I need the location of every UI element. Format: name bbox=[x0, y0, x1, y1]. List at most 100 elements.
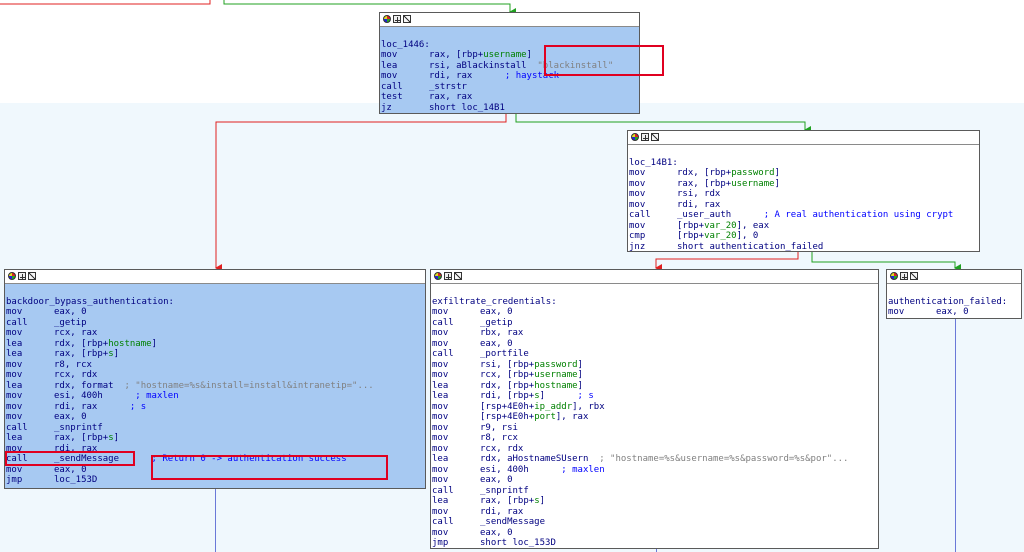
stack-variable[interactable]: username bbox=[483, 50, 527, 60]
instruction-line[interactable]: mov[rsp+4E0h+ip_addr], rbx bbox=[432, 402, 878, 413]
graph-icon[interactable] bbox=[444, 272, 452, 280]
zoom-icon[interactable] bbox=[651, 133, 659, 141]
mnemonic: mov bbox=[432, 433, 449, 443]
instruction-line[interactable]: call_user_auth ; A real authentication u… bbox=[629, 210, 979, 221]
stack-variable[interactable]: port bbox=[534, 412, 556, 422]
stack-variable[interactable]: s bbox=[108, 433, 114, 443]
block-label[interactable]: loc_14B1: bbox=[629, 157, 678, 168]
stack-variable[interactable]: s bbox=[534, 496, 540, 506]
color-wheel-icon[interactable] bbox=[434, 272, 442, 280]
block-label[interactable]: backdoor_bypass_authentication: bbox=[6, 296, 174, 307]
zoom-icon[interactable] bbox=[28, 272, 36, 280]
color-wheel-icon[interactable] bbox=[631, 133, 639, 141]
operand-text: short authentication_failed bbox=[677, 241, 824, 252]
stack-variable[interactable]: username bbox=[731, 178, 775, 189]
instruction-line[interactable]: call_snprintf bbox=[6, 423, 425, 434]
block-label[interactable]: loc_1446: bbox=[381, 39, 430, 50]
instruction-line[interactable]: mov[rsp+4E0h+port], rax bbox=[432, 412, 878, 423]
block-label[interactable]: exfiltrate_credentials: bbox=[432, 296, 557, 307]
stack-variable[interactable]: ip_addr bbox=[534, 401, 573, 412]
stack-variable[interactable]: s bbox=[108, 349, 114, 359]
stack-variable[interactable]: hostname bbox=[108, 338, 152, 349]
operand-text: _getip bbox=[54, 317, 87, 328]
color-wheel-icon[interactable] bbox=[890, 272, 898, 280]
instruction-line[interactable]: call_portfile bbox=[432, 349, 878, 360]
graph-icon[interactable] bbox=[641, 133, 649, 141]
instruction-line[interactable]: cmp[rbp+var_20], 0 bbox=[629, 231, 979, 242]
color-wheel-icon[interactable] bbox=[8, 272, 16, 280]
instruction-line[interactable]: call_strstr bbox=[381, 82, 639, 93]
graph-icon[interactable] bbox=[393, 15, 401, 23]
operand-text: rbx, rax bbox=[480, 328, 524, 338]
instruction-line[interactable]: call_snprintf bbox=[432, 486, 878, 497]
instruction-line[interactable]: mov[rbp+var_20], eax bbox=[629, 221, 979, 232]
zoom-icon[interactable] bbox=[910, 272, 918, 280]
stack-variable[interactable]: hostname bbox=[534, 380, 578, 391]
zoom-icon[interactable] bbox=[454, 272, 462, 280]
color-wheel-icon[interactable] bbox=[383, 15, 391, 23]
stack-variable[interactable]: s bbox=[534, 391, 540, 401]
stack-variable[interactable]: var_20 bbox=[704, 220, 737, 231]
graph-icon[interactable] bbox=[18, 272, 26, 280]
stack-variable[interactable]: password bbox=[731, 168, 775, 178]
zoom-icon[interactable] bbox=[403, 15, 411, 23]
graph-icon[interactable] bbox=[900, 272, 908, 280]
instruction-line[interactable]: call_sendMessage bbox=[432, 517, 878, 528]
instruction-line[interactable]: call_sendMessage ; Return 0 -> authentic… bbox=[6, 454, 425, 465]
instruction-line[interactable]: call_getip bbox=[432, 318, 878, 329]
stack-variable[interactable]: username bbox=[534, 370, 578, 380]
operands: _user_auth bbox=[677, 210, 731, 220]
instruction-line[interactable]: call_getip bbox=[6, 318, 425, 329]
stack-variable[interactable]: password bbox=[534, 359, 578, 370]
block-label[interactable]: authentication_failed: bbox=[888, 296, 1008, 307]
operand-text: rdi, rax bbox=[677, 199, 721, 210]
stack-variable[interactable]: var_20 bbox=[704, 231, 737, 241]
